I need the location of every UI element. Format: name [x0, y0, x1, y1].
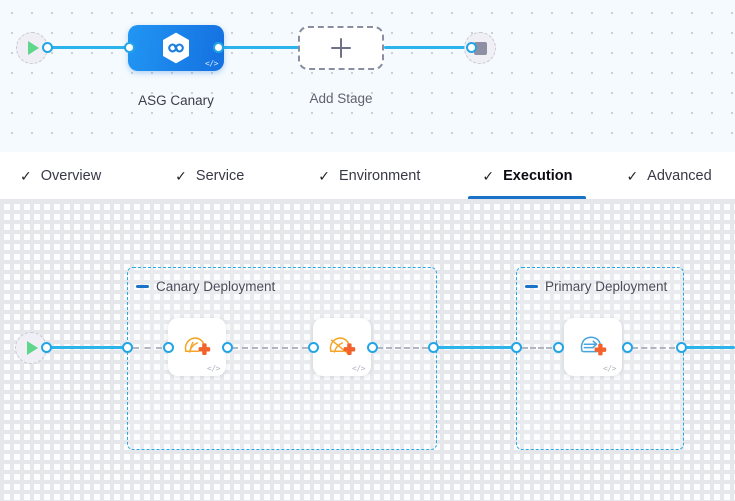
asg-rolling-deploy-icon — [580, 336, 607, 356]
primary-group-right-port[interactable] — [676, 342, 687, 353]
add-stage-label: Add Stage — [309, 91, 373, 106]
check-icon: ✓ — [482, 167, 495, 184]
tab-service-label: Service — [195, 167, 245, 184]
link-canary-group-entry — [133, 347, 162, 349]
asg-rolling-deploy-right-port[interactable] — [622, 342, 633, 353]
stage-code-badge: </> — [205, 59, 218, 68]
end-node-port[interactable] — [466, 42, 477, 53]
stage-right-port[interactable] — [213, 42, 224, 53]
check-icon: ✓ — [175, 167, 187, 184]
stage-canvas[interactable]: </> ASG Canary Add Stage — [0, 0, 735, 152]
play-icon — [28, 41, 39, 55]
check-icon: ✓ — [318, 167, 330, 184]
primary-group-left-port[interactable] — [511, 342, 522, 353]
asg-canary-delete-right-port[interactable] — [367, 342, 378, 353]
execution-start-port[interactable] — [41, 342, 52, 353]
link-canary-to-primary-group — [437, 346, 517, 349]
asg-canary-deploy-left-port[interactable] — [163, 342, 174, 353]
step-node-asg-canary-delete[interactable]: </> — [313, 318, 371, 376]
execution-canvas[interactable]: Canary Deployment </> — [0, 200, 735, 501]
tab-overview-label: Overview — [40, 167, 102, 184]
tab-advanced[interactable]: ✓ Advanced — [620, 152, 717, 199]
group-primary-deployment-header[interactable]: Primary Deployment — [525, 279, 667, 294]
tab-environment[interactable]: ✓ Environment — [312, 152, 426, 199]
stop-icon — [473, 41, 487, 55]
step-code-badge: </> — [603, 364, 616, 373]
tab-service[interactable]: ✓ Service — [169, 152, 250, 199]
start-node-port[interactable] — [42, 42, 53, 53]
asg-canary-deploy-right-port[interactable] — [222, 342, 233, 353]
play-icon — [27, 341, 38, 355]
link-deploy-to-delete — [232, 347, 308, 349]
link-primary-group-outgoing — [685, 346, 735, 349]
hexagon-infinity-icon — [163, 32, 189, 64]
group-primary-deployment-label: Primary Deployment — [545, 279, 668, 294]
asg-rolling-deploy-left-port[interactable] — [553, 342, 564, 353]
group-canary-deployment-header[interactable]: Canary Deployment — [136, 279, 275, 294]
link-primary-group-exit — [632, 347, 675, 349]
link-stage-to-add — [221, 46, 299, 49]
tab-execution-label: Execution — [503, 167, 573, 184]
tab-overview[interactable]: ✓ Overview — [14, 152, 107, 199]
add-stage-button[interactable] — [298, 26, 384, 70]
check-icon: ✓ — [626, 167, 639, 184]
group-canary-deployment-label: Canary Deployment — [156, 279, 276, 294]
link-start-to-canary-group — [49, 346, 127, 349]
tab-execution[interactable]: ✓ Execution — [468, 152, 587, 199]
tab-advanced-label: Advanced — [647, 167, 712, 184]
step-code-badge: </> — [207, 364, 220, 373]
asg-canary-deploy-icon — [184, 337, 211, 355]
asg-canary-delete-left-port[interactable] — [308, 342, 319, 353]
check-icon: ✓ — [20, 167, 32, 184]
link-canary-group-exit — [377, 347, 428, 349]
step-node-asg-rolling-deploy[interactable]: </> — [564, 318, 622, 376]
plus-icon — [331, 38, 351, 58]
step-code-badge: </> — [352, 364, 365, 373]
canary-group-left-port[interactable] — [122, 342, 133, 353]
stage-node-asg-canary[interactable]: </> — [128, 25, 224, 71]
link-add-to-end — [384, 46, 470, 49]
step-node-asg-canary-deploy[interactable]: </> — [168, 318, 226, 376]
link-primary-group-entry — [522, 347, 552, 349]
link-start-to-stage — [50, 46, 128, 49]
collapse-dash-icon[interactable] — [136, 285, 149, 288]
stage-left-port[interactable] — [124, 42, 135, 53]
collapse-dash-icon[interactable] — [525, 285, 538, 288]
asg-canary-delete-icon — [329, 337, 356, 355]
stage-node-label: ASG Canary — [138, 93, 214, 108]
stage-config-tabs[interactable]: ✓ Overview ✓ Service ✓ Environment ✓ Exe… — [0, 152, 735, 200]
canary-group-right-port[interactable] — [428, 342, 439, 353]
tab-environment-label: Environment — [339, 167, 421, 184]
